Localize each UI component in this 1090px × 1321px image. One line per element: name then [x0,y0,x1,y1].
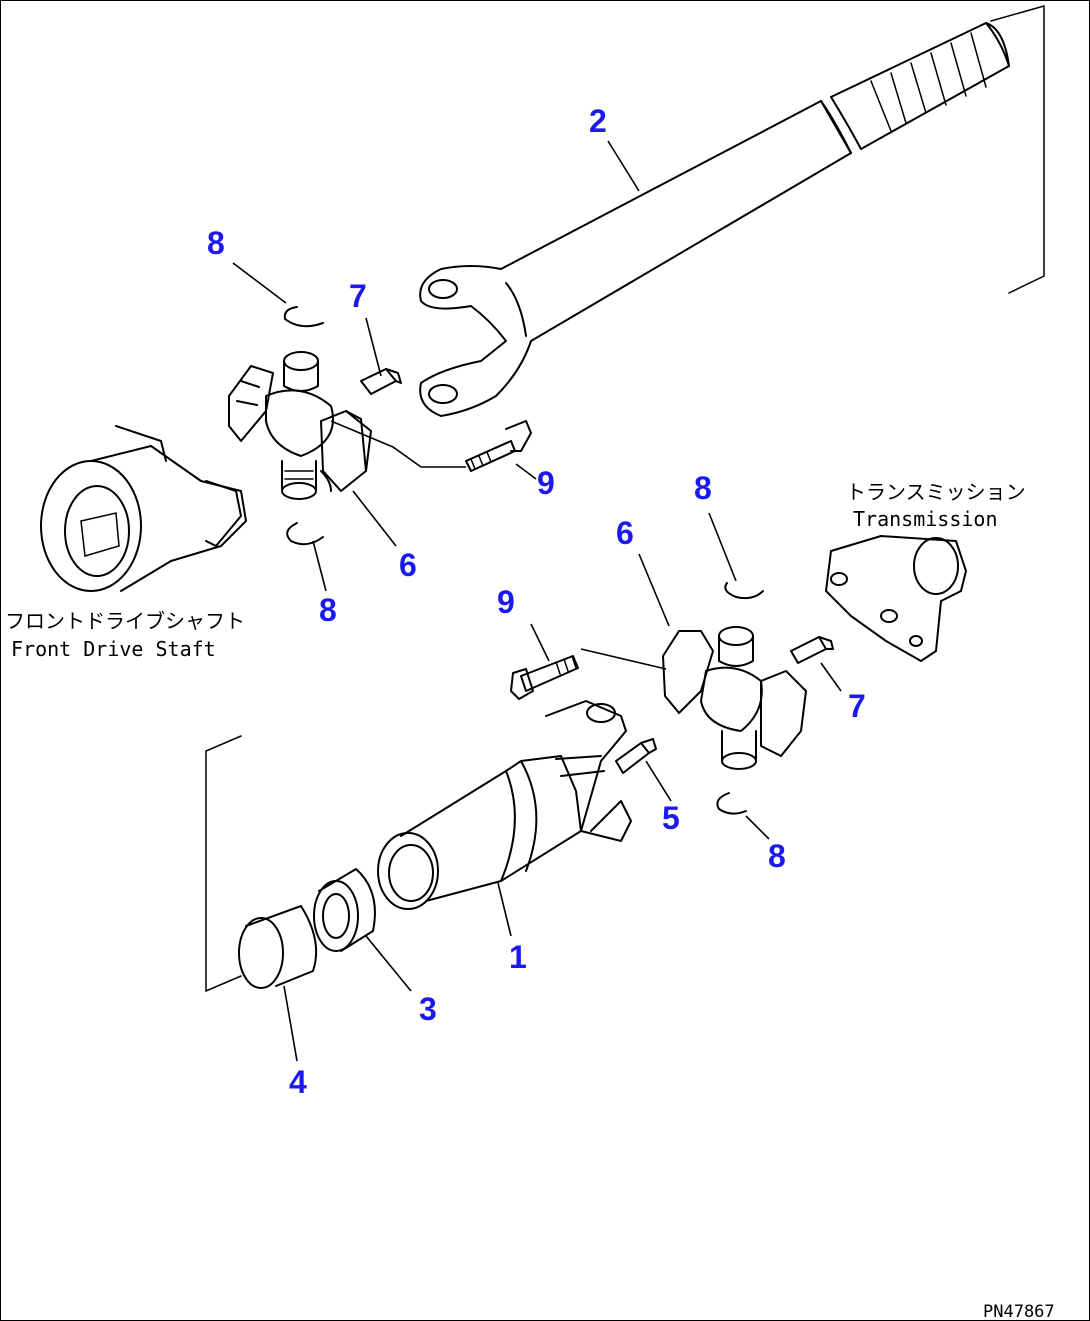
front-drive-caption-en: Front Drive Staft [11,637,216,661]
cap-part-4 [238,905,318,989]
universal-joint-upper [228,351,372,500]
part-label-4: 4 [289,1064,307,1100]
part-label-8-lower-bottom: 8 [768,838,786,874]
part-label-5: 5 [662,800,680,836]
part-label-9-upper: 9 [537,465,555,501]
drawing-number: PN47867 [983,1302,1055,1321]
part-label-2: 2 [589,103,607,139]
seal-part-3 [313,868,376,952]
grease-nipple-lower-right [790,636,834,664]
part-labels: 2 8 7 9 6 8 8 6 9 7 5 8 1 3 4 [207,103,866,1100]
shaft-part-2 [419,5,1045,417]
snap-ring-lower-a [724,582,764,600]
part-label-6-upper: 6 [399,547,417,583]
front-drive-caption-jp: フロントドライブシャフト [5,609,245,633]
part-label-8-lower: 8 [694,470,712,506]
part-label-8-upper: 8 [207,225,225,261]
part-label-6-lower: 6 [616,515,634,551]
part-label-9-lower: 9 [497,584,515,620]
leader-lines [232,140,842,1062]
front-drive-shaft-reference [40,425,247,592]
universal-joint-lower [662,626,807,770]
bolt-lower [510,655,579,700]
grease-nipple-upper [360,368,402,395]
snap-ring-upper-b [286,522,324,546]
transmission-caption-en: Transmission [853,507,998,531]
bolt-upper [465,420,532,472]
transmission-caption-jp: トランスミッション [846,480,1026,504]
bracket-lower [205,735,242,993]
transmission-reference [825,535,967,662]
slip-yoke-part-1 [377,700,632,910]
grease-nipple-part-5 [615,738,657,774]
part-label-8-upper-lower: 8 [319,592,337,628]
part-label-1: 1 [509,939,527,975]
part-label-3: 3 [419,991,437,1027]
part-label-7-lower: 7 [848,688,866,724]
snap-ring-upper-a [283,306,324,328]
part-label-7-upper: 7 [349,278,367,314]
snap-ring-lower-b [716,792,747,815]
